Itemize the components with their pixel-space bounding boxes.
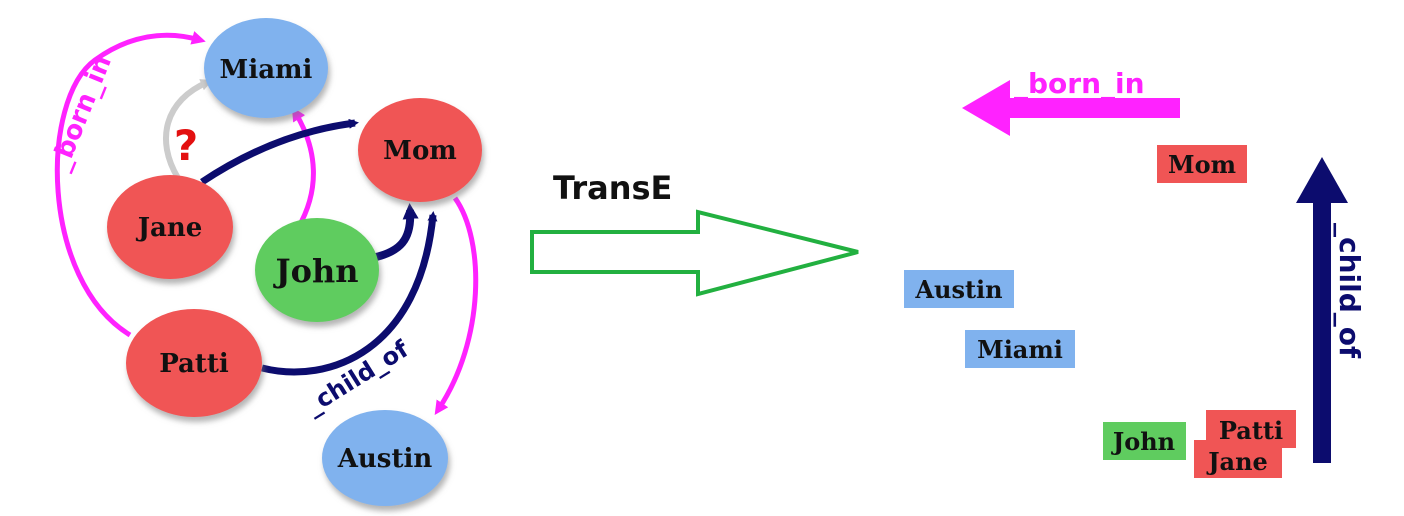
embed-jane-label: Jane [1206,447,1268,476]
node-jane: Jane [107,175,233,279]
query-edge [163,79,213,180]
node-john: John [255,218,379,322]
embed-miami-label: Miami [977,335,1063,364]
edge-mom-born-in-austin [434,196,479,415]
node-patti: Patti [126,309,262,417]
node-mom-label: Mom [383,136,457,166]
edge-patti-child-of-mom [261,211,438,376]
hollow-arrow-shape [530,209,859,297]
query-mark: ? [174,121,198,170]
edge-john-born-in-miami [291,106,316,230]
knowledge-graph: Miami Mom Jane John Patti Austin ? _born… [45,18,482,506]
vector-born-in [962,80,1180,136]
embedding-space: _born_in _child_of Mom Austin Miami John… [904,67,1366,478]
node-mom: Mom [358,98,482,202]
embed-miami: Miami [965,330,1075,368]
embed-mom: Mom [1157,145,1247,183]
vector-child-of-label: _child_of [1333,223,1366,359]
vector-born-in-label: _born_in [1014,67,1145,100]
vector-child-of [1296,157,1348,463]
edge-jane-child-of-mom [200,118,359,185]
node-jane-label: Jane [136,213,203,243]
node-patti-label: Patti [159,349,229,379]
label-born-in: _born_in [45,51,118,175]
edge-john-child-of-mom [371,203,419,262]
embed-austin: Austin [904,270,1014,308]
embed-john: John [1103,422,1186,460]
label-child-of: _child_of [300,335,414,420]
embed-mom-label: Mom [1168,150,1236,179]
embed-austin-label: Austin [914,275,1002,304]
transe-arrow: TransE [530,169,859,297]
node-austin-label: Austin [337,444,433,474]
embed-patti: Patti [1206,410,1296,448]
node-miami: Miami [204,18,328,118]
node-miami-label: Miami [220,55,313,85]
embed-john-label: John [1111,427,1175,456]
embed-patti-label: Patti [1219,416,1283,445]
model-label: TransE [553,169,672,207]
node-john-label: John [272,252,358,290]
edge-patti-born-in-miami [54,31,206,338]
node-austin: Austin [322,410,448,506]
